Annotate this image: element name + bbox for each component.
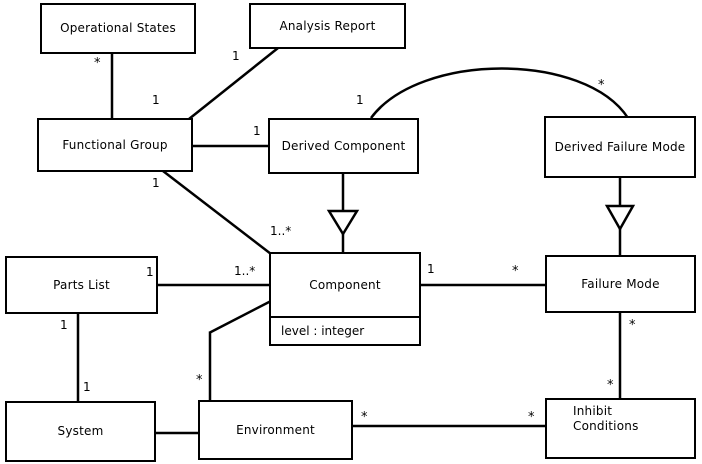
class-name-parts-list: Parts List — [53, 277, 110, 292]
class-name-failure-mode: Failure Mode — [581, 276, 660, 291]
class-box-derived-failure-mode[interactable]: Derived Failure Mode — [544, 116, 696, 178]
multiplicity-derived-failure-mode-to-derived-component: * — [598, 78, 605, 93]
multiplicity-component-to-parts-list: 1..* — [234, 264, 256, 278]
multiplicity-functional-group-to-derived-component: 1 — [253, 124, 261, 138]
class-name-inhibit-conditions-line2: Conditions — [573, 419, 639, 433]
generalization-triangle-failure-mode — [604, 204, 636, 232]
class-name-derived-failure-mode: Derived Failure Mode — [554, 139, 686, 154]
multiplicity-parts-list-to-component: 1 — [146, 265, 154, 279]
edge-functional-group-component — [162, 170, 272, 255]
multiplicity-failure-mode-to-inhibit-conditions: * — [629, 318, 636, 333]
multiplicity-functional-group-to-component: 1 — [152, 176, 160, 190]
multiplicity-operational-states-to-functional-group: * — [94, 56, 101, 71]
edge-derived-component-derived-failure-mode — [369, 67, 630, 119]
class-name-compartment-component: Component — [271, 254, 419, 318]
class-name-component: Component — [309, 277, 381, 292]
multiplicity-environment-to-component: * — [196, 373, 203, 388]
class-box-component[interactable]: Component level : integer — [269, 252, 421, 346]
class-box-system[interactable]: System — [5, 401, 156, 462]
class-name-analysis-report: Analysis Report — [279, 18, 376, 33]
multiplicity-component-to-failure-mode: 1 — [427, 262, 435, 276]
class-box-operational-states[interactable]: Operational States — [40, 3, 196, 54]
class-name-system: System — [57, 424, 104, 438]
class-box-functional-group[interactable]: Functional Group — [37, 118, 193, 172]
multiplicity-analysis-report-to-functional-group: 1 — [232, 49, 240, 63]
edge-analysis-report-functional-group — [188, 47, 279, 120]
multiplicity-inhibit-conditions-to-environment: * — [528, 410, 535, 425]
edge-environment-component-diagonal — [208, 299, 272, 335]
class-name-derived-component: Derived Component — [281, 138, 406, 153]
class-name-inhibit-conditions-line1: Inhibit — [573, 404, 613, 418]
multiplicity-derived-component-to-derived-failure-mode: 1 — [356, 93, 364, 107]
class-box-derived-component[interactable]: Derived Component — [268, 118, 419, 174]
multiplicity-failure-mode-to-component: * — [512, 264, 519, 279]
multiplicity-parts-list-to-system: 1 — [60, 318, 68, 332]
multiplicity-system-to-parts-list: 1 — [83, 380, 91, 394]
multiplicity-component-to-functional-group: 1..* — [270, 224, 292, 238]
class-name-operational-states: Operational States — [60, 21, 176, 35]
class-box-inhibit-conditions[interactable]: Inhibit Conditions — [545, 398, 696, 459]
class-box-parts-list[interactable]: Parts List — [5, 256, 158, 314]
generalization-triangle-component — [326, 209, 360, 237]
class-box-analysis-report[interactable]: Analysis Report — [249, 3, 406, 49]
class-box-failure-mode[interactable]: Failure Mode — [545, 255, 696, 313]
multiplicity-inhibit-conditions-to-failure-mode: * — [607, 378, 614, 393]
class-box-environment[interactable]: Environment — [198, 400, 353, 460]
multiplicity-functional-group-to-operational-states: 1 — [152, 93, 160, 107]
class-attribute-component-level: level : integer — [281, 324, 365, 338]
multiplicity-environment-to-inhibit-conditions: * — [361, 410, 368, 425]
class-name-functional-group: Functional Group — [62, 137, 168, 152]
class-name-environment: Environment — [236, 422, 315, 437]
class-attributes-compartment-component: level : integer — [271, 318, 419, 344]
